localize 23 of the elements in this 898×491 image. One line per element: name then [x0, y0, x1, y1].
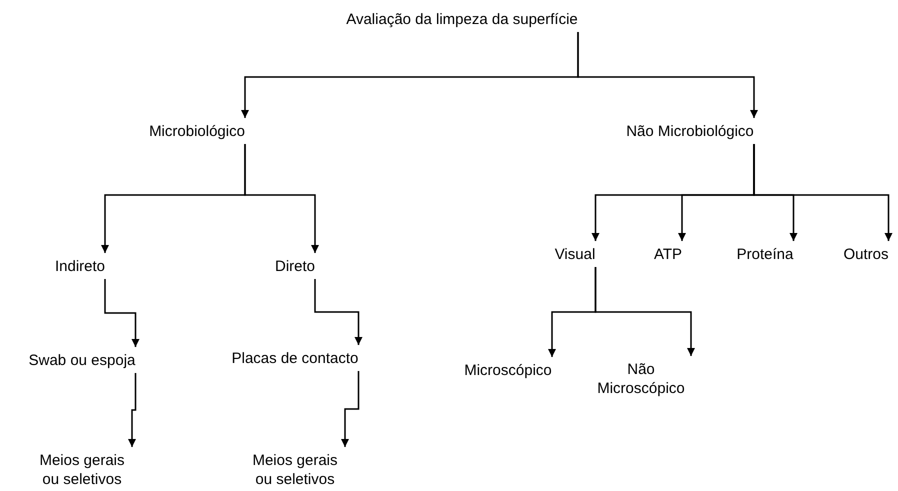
arrow: [128, 373, 136, 447]
arrow: [341, 371, 360, 447]
node-label: Não Microscópico: [591, 360, 691, 398]
arrow: [314, 279, 362, 345]
arrow: [244, 144, 319, 253]
arrow: [104, 279, 140, 347]
node-label: Placas de contacto: [232, 349, 358, 368]
node-label: Microscópico: [464, 361, 552, 380]
arrow: [577, 32, 758, 118]
node-label: Outros: [844, 245, 888, 264]
node-label: Swab ou espoja: [28, 351, 136, 370]
node-label: Direto: [275, 257, 315, 276]
node-label: Microbiológico: [149, 122, 245, 141]
node-label: Proteína: [736, 245, 794, 264]
arrow: [594, 267, 695, 356]
node-label: Visual: [554, 245, 596, 264]
node-label: ATP: [654, 245, 682, 264]
node-label: Não Microbiológico: [626, 122, 754, 141]
node-label: Meios gerais ou seletivos: [32, 451, 132, 489]
node-label: Indireto: [54, 257, 106, 276]
node-label: Avaliação da limpeza da superfície: [346, 10, 578, 29]
arrow: [753, 144, 892, 241]
node-label: Meios gerais ou seletivos: [245, 451, 345, 489]
